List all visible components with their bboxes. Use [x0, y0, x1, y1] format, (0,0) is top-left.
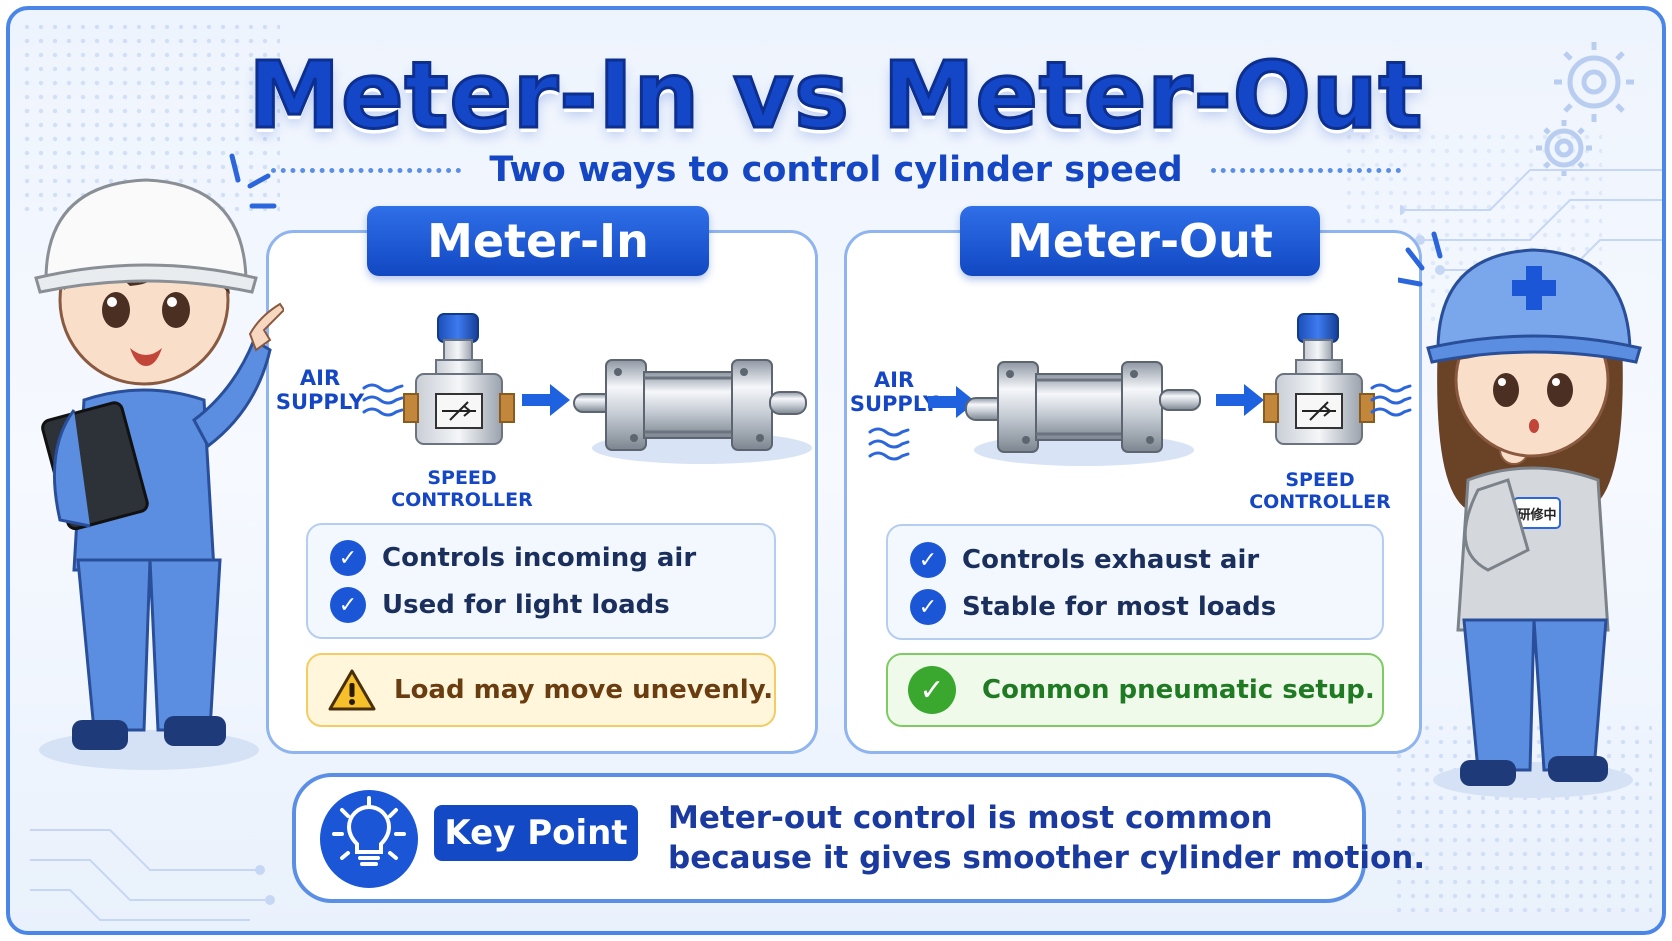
speed-controller-label: SPEED CONTROLLER [1249, 469, 1391, 513]
list-item: ✓ Stable for most loads [910, 589, 1276, 625]
airflow-icon [868, 427, 910, 461]
warning-icon [328, 669, 376, 711]
gear-icon [1536, 42, 1634, 176]
arrow-right-icon [1216, 384, 1264, 416]
list-item: ✓ Controls exhaust air [910, 542, 1259, 578]
check-icon: ✓ [330, 587, 366, 623]
airflow-icon [1370, 383, 1412, 417]
feature-text: Controls exhaust air [962, 545, 1260, 575]
key-point-text: Meter-out control is most common because… [668, 798, 1425, 878]
meter-out-features [886, 524, 1384, 640]
key-point-label: Key Point [434, 805, 638, 861]
feature-text: Controls incoming air [382, 543, 697, 573]
trainee-badge: 研修中 [1517, 507, 1556, 523]
divider [1210, 167, 1401, 173]
air-supply-label: AIR SUPPLY [275, 366, 365, 415]
arrow-right-icon [522, 384, 570, 416]
ok-text: Common pneumatic setup. [982, 675, 1375, 705]
cylinder-icon [965, 361, 1201, 466]
feature-text: Stable for most loads [962, 592, 1277, 622]
check-icon: ✓ [330, 540, 366, 576]
ok-box: ✓ Common pneumatic setup. [886, 653, 1384, 727]
air-supply-label: AIR SUPPLY [849, 368, 939, 417]
arrow-right-icon [928, 386, 976, 418]
subtitle-row: Two ways to control cylinder speed [0, 150, 1672, 190]
warning-box: Load may move unevenly. [306, 653, 776, 727]
page-subtitle: Two ways to control cylinder speed [489, 150, 1183, 190]
lightbulb-icon [320, 790, 418, 888]
key-point-line: Meter-out control is most common [668, 800, 1273, 836]
meter-in-features [306, 523, 776, 639]
speed-controller-icon [403, 313, 515, 445]
check-icon: ✓ [910, 589, 946, 625]
circuit-lines [30, 829, 275, 921]
speed-controller-icon [1263, 313, 1375, 445]
speed-controller-label: SPEED CONTROLLER [391, 467, 533, 511]
airflow-icon [362, 383, 404, 417]
meter-in-heading: Meter-In [367, 206, 709, 276]
check-icon: ✓ [910, 542, 946, 578]
list-item: ✓ Controls incoming air [330, 540, 696, 576]
engineer-character-right: 研修中 [1398, 231, 1642, 798]
check-circle-icon: ✓ [908, 666, 956, 714]
page-title: Meter-In vs Meter-Out [247, 41, 1424, 151]
feature-text: Used for light loads [382, 590, 670, 620]
divider [271, 167, 462, 173]
meter-out-heading: Meter-Out [960, 206, 1320, 276]
engineer-character-left [34, 153, 284, 770]
cylinder-icon [573, 359, 812, 464]
list-item: ✓ Used for light loads [330, 587, 670, 623]
key-point-line: because it gives smoother cylinder motio… [668, 840, 1426, 876]
warning-text: Load may move unevenly. [394, 675, 774, 705]
